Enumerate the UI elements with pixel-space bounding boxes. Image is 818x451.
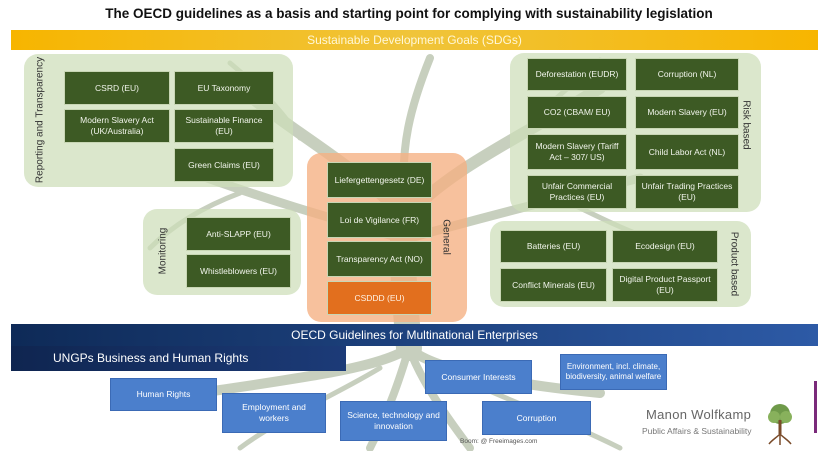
law-box-child-labor-act: Child Labor Act (NL) bbox=[635, 134, 739, 170]
law-box-liefergettengesetz: Liefergettengesetz (DE) bbox=[327, 162, 432, 198]
law-box-batteries: Batteries (EU) bbox=[500, 230, 607, 263]
oecd-guidelines-bar: OECD Guidelines for Multinational Enterp… bbox=[11, 324, 818, 346]
reporting-transparency-label: Reporting and Transparency bbox=[34, 56, 46, 184]
law-box-csrd: CSRD (EU) bbox=[64, 71, 170, 105]
law-box-modern-slavery-act: Modern Slavery Act (UK/Australia) bbox=[64, 109, 170, 143]
root-box-corruption: Corruption bbox=[482, 401, 591, 435]
law-box-anti-slapp: Anti-SLAPP (EU) bbox=[186, 217, 291, 251]
monitoring-label: Monitoring bbox=[157, 227, 169, 275]
sdg-bar: Sustainable Development Goals (SDGs) bbox=[11, 30, 818, 50]
law-box-whistleblowers: Whistleblowers (EU) bbox=[186, 254, 291, 288]
root-box-environment: Environment, incl. climate, biodiversity… bbox=[560, 354, 667, 390]
law-box-green-claims: Green Claims (EU) bbox=[174, 148, 274, 182]
diagram-title: The OECD guidelines as a basis and start… bbox=[105, 6, 713, 21]
root-box-human-rights: Human Rights bbox=[110, 378, 217, 411]
law-box-modern-slavery-eu: Modern Slavery (EU) bbox=[635, 96, 739, 129]
law-box-eu-taxonomy: EU Taxonomy bbox=[174, 71, 274, 105]
law-box-unfair-commercial-practices: Unfair Commercial Practices (EU) bbox=[527, 175, 627, 209]
product-based-label: Product based bbox=[728, 231, 740, 297]
ungps-bar: UNGPs Business and Human Rights bbox=[11, 346, 346, 371]
law-box-transparency-act: Transparency Act (NO) bbox=[327, 241, 432, 277]
root-box-employment-workers: Employment and workers bbox=[222, 393, 326, 433]
root-box-science-technology: Science, technology and innovation bbox=[340, 401, 447, 441]
law-box-loi-de-vigilance: Loi de Vigilance (FR) bbox=[327, 202, 432, 238]
image-credit: Boom: @ Freeimages.com bbox=[460, 438, 538, 445]
law-box-co2-cbam: CO2 (CBAM/ EU) bbox=[527, 96, 627, 129]
law-box-sustainable-finance: Sustainable Finance (EU) bbox=[174, 109, 274, 143]
law-box-conflict-minerals: Conflict Minerals (EU) bbox=[500, 268, 607, 302]
tree-logo-icon bbox=[768, 404, 792, 445]
general-label: General bbox=[440, 219, 452, 255]
law-box-csddd: CSDDD (EU) bbox=[327, 281, 432, 315]
risk-based-label: Risk based bbox=[740, 100, 752, 150]
accent-rule bbox=[814, 381, 817, 433]
author-name: Manon Wolfkamp bbox=[646, 407, 752, 422]
law-box-corruption-nl: Corruption (NL) bbox=[635, 58, 739, 91]
root-box-consumer-interests: Consumer Interests bbox=[425, 360, 532, 394]
law-box-unfair-trading-practices: Unfair Trading Practices (EU) bbox=[635, 175, 739, 209]
law-box-modern-slavery-us: Modern Slavery (Tariff Act – 307/ US) bbox=[527, 134, 627, 170]
author-subtitle: Public Affairs & Sustainability bbox=[642, 426, 752, 436]
law-box-ecodesign: Ecodesign (EU) bbox=[612, 230, 718, 263]
law-box-digital-product-passport: Digital Product Passport (EU) bbox=[612, 268, 718, 302]
law-box-deforestation: Deforestation (EUDR) bbox=[527, 58, 627, 91]
